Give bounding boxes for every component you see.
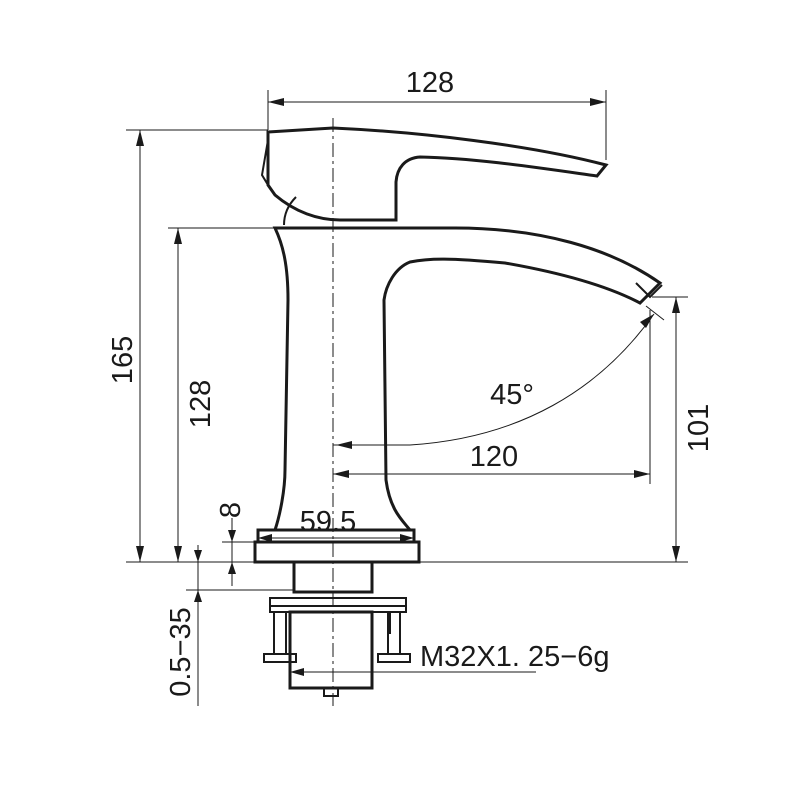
faucet-outline: [253, 126, 663, 697]
threaded-tail: [288, 610, 374, 690]
dim-swivel-angle: 45°: [333, 305, 665, 449]
dim-body-height: 128: [168, 227, 275, 562]
dim-spout-reach: 120: [333, 310, 651, 484]
lever-handle-pivot: [283, 196, 297, 226]
tail-outlet: [323, 687, 339, 697]
spout-tip: [635, 282, 663, 299]
dim-thread-spec: M32X1. 25−6g: [290, 641, 609, 676]
bracket-bolt-left: [273, 611, 287, 655]
bracket-nut-left: [263, 653, 297, 663]
dim-swivel-angle-label: 45°: [490, 379, 534, 411]
lever-handle-side: [260, 139, 269, 186]
dim-mount-thickness-label: 0.5−35: [165, 607, 197, 697]
dim-width-top: 128: [267, 67, 607, 160]
dim-spout-height: 101: [419, 296, 715, 563]
dim-base-thickness: 8: [215, 502, 258, 586]
dim-total-height-label: 165: [107, 336, 139, 384]
dim-base-diameter: 59.5: [258, 506, 414, 542]
base-ring: [253, 540, 421, 564]
dim-mount-thickness: 0.5−35: [165, 545, 294, 706]
bracket-nut-right: [377, 653, 411, 663]
dim-total-height: 165: [107, 129, 268, 563]
dim-spout-height-label: 101: [683, 404, 715, 452]
dim-thread-spec-label: M32X1. 25−6g: [420, 641, 609, 673]
dim-width-top-label: 128: [406, 67, 454, 99]
dim-base-diameter-label: 59.5: [300, 506, 356, 538]
dim-body-height-label: 128: [185, 380, 217, 428]
dim-spout-reach-label: 120: [470, 441, 518, 473]
faucet-body: [272, 226, 663, 532]
dim-base-thickness-label: 8: [215, 502, 247, 518]
lever-handle: [266, 126, 609, 222]
